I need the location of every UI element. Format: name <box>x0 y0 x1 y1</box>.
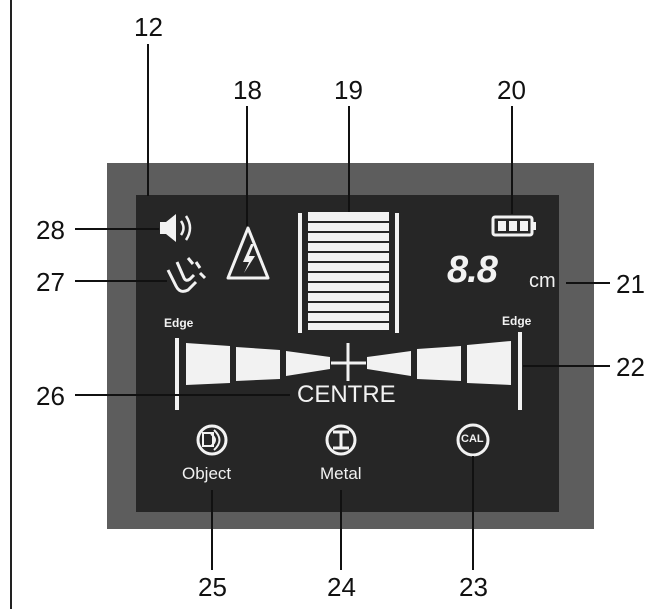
distance-unit: cm <box>529 270 556 292</box>
callout-12: 12 <box>134 12 163 42</box>
callout-27: 27 <box>36 267 65 297</box>
object-mode-icon <box>196 424 228 456</box>
calibration-label: CAL <box>461 433 484 445</box>
callout-21: 21 <box>616 269 645 299</box>
callout-26: 26 <box>36 381 65 411</box>
callout-23: 23 <box>459 572 488 602</box>
callout-25: 25 <box>198 572 227 602</box>
page-border-line <box>10 0 12 609</box>
callout-28: 28 <box>36 215 65 245</box>
signal-strength-meter <box>298 212 399 333</box>
calibration-icon <box>456 423 490 457</box>
high-voltage-warning-icon <box>226 226 270 280</box>
edge-centre-indicator <box>175 332 522 410</box>
callout-24: 24 <box>327 572 356 602</box>
distance-digits: 8.8 <box>447 249 498 291</box>
speaker-icon <box>160 214 192 242</box>
object-mode-label: Object <box>182 464 232 483</box>
edge-label-left: Edge <box>164 316 194 330</box>
edge-label-right: Edge <box>502 314 532 328</box>
callout-leader-lines <box>75 44 610 570</box>
callout-18: 18 <box>233 75 262 105</box>
callout-19: 19 <box>334 75 363 105</box>
centre-label: CENTRE <box>297 381 396 408</box>
metal-mode-label: Metal <box>320 464 362 483</box>
callout-20: 20 <box>497 75 526 105</box>
metal-mode-icon <box>325 424 357 456</box>
callout-22: 22 <box>616 352 645 382</box>
battery-icon <box>491 215 536 237</box>
magnet-icon <box>166 257 207 293</box>
